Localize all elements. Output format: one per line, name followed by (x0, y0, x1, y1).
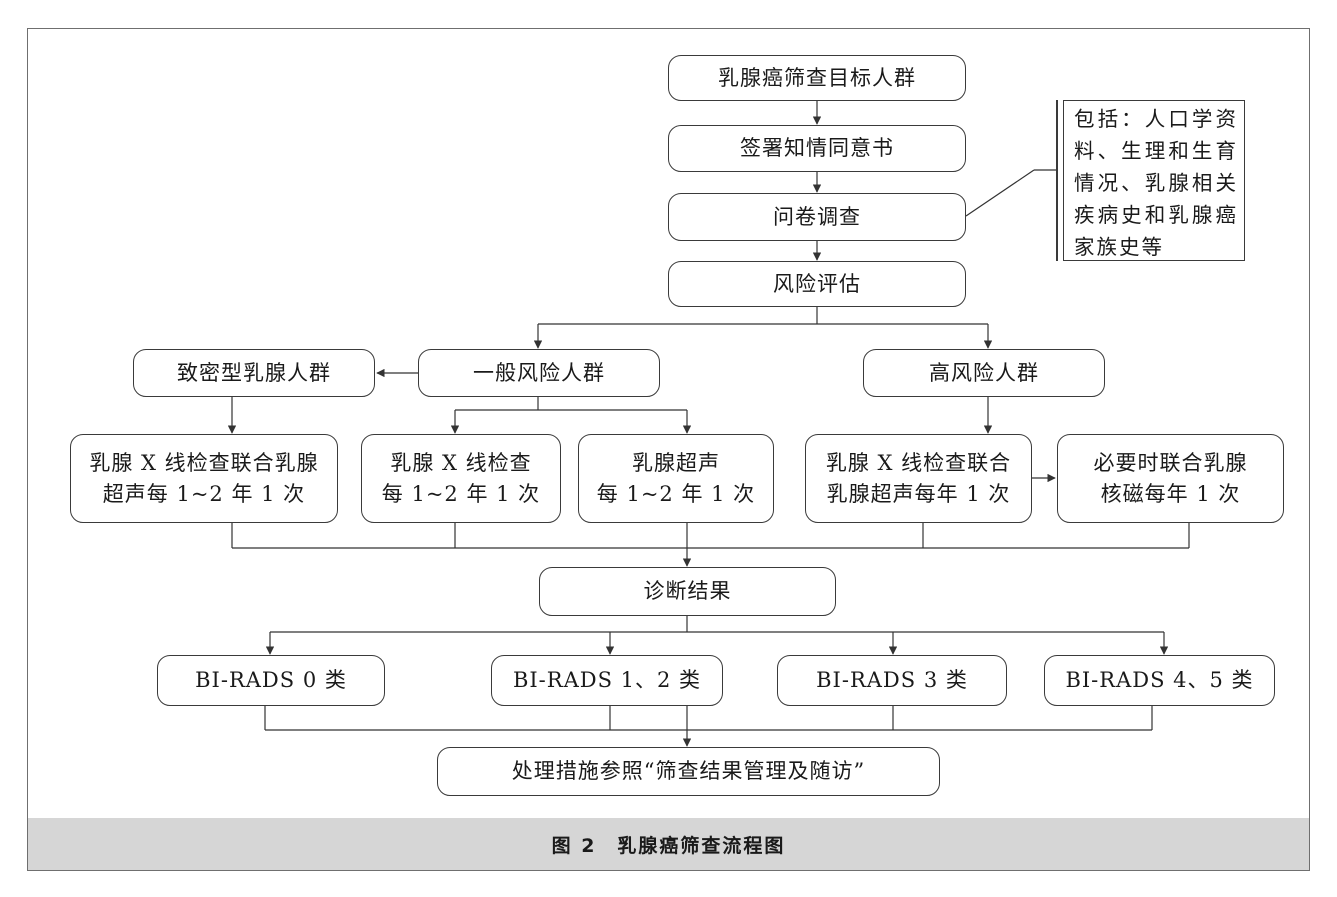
node-informed-consent: 签署知情同意书 (668, 125, 966, 172)
node-high-mri: 必要时联合乳腺 核磁每年 1 次 (1057, 434, 1284, 523)
node-general-risk: 一般风险人群 (418, 349, 660, 397)
node-high-exam: 乳腺 X 线检查联合 乳腺超声每年 1 次 (805, 434, 1032, 523)
node-diagnosis: 诊断结果 (539, 567, 836, 616)
node-general-xray: 乳腺 X 线检查 每 1~2 年 1 次 (361, 434, 561, 523)
node-general-ultrasound: 乳腺超声 每 1~2 年 1 次 (578, 434, 774, 523)
node-management: 处理措施参照“筛查结果管理及随访” (437, 747, 940, 796)
node-birads-4-5: BI-RADS 4、5 类 (1044, 655, 1275, 706)
node-questionnaire: 问卷调查 (668, 193, 966, 241)
note-connector (965, 169, 1035, 217)
node-birads-1-2: BI-RADS 1、2 类 (491, 655, 723, 706)
node-high-risk: 高风险人群 (863, 349, 1105, 397)
note-bracket (1056, 100, 1058, 261)
node-target-population: 乳腺癌筛查目标人群 (668, 55, 966, 101)
node-birads-0: BI-RADS 0 类 (157, 655, 385, 706)
figure-caption: 图 2 乳腺癌筛查流程图 (551, 834, 786, 857)
node-dense-breast: 致密型乳腺人群 (133, 349, 375, 397)
node-birads-3: BI-RADS 3 类 (777, 655, 1007, 706)
node-dense-exam: 乳腺 X 线检查联合乳腺 超声每 1~2 年 1 次 (70, 434, 338, 523)
node-risk-assessment: 风险评估 (668, 261, 966, 307)
questionnaire-note: 包括：人口学资料、生理和生育情况、乳腺相关疾病史和乳腺癌家族史等 (1063, 100, 1245, 261)
caption-band: 图 2 乳腺癌筛查流程图 (28, 818, 1309, 870)
